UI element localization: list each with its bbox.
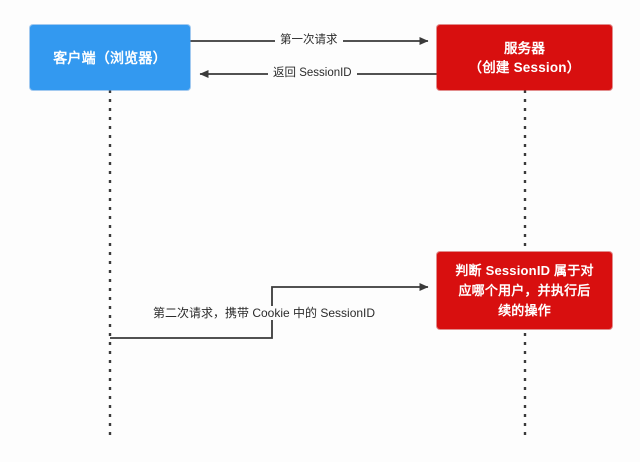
edge-label-return-session: 返回 SessionID (268, 66, 357, 80)
process-node-text: 判断 SessionID 属于对 应哪个用户，并执行后 续的操作 (437, 261, 612, 321)
server-node-text: 服务器 （创建 Session） (437, 39, 612, 77)
process-node-line-2: 应哪个用户，并执行后 (458, 282, 591, 298)
client-node-text: 客户端（浏览器） (30, 49, 190, 67)
server-node-line-2: （创建 Session） (468, 59, 581, 75)
client-node[interactable]: 客户端（浏览器） (30, 25, 190, 90)
client-node-line-1: 客户端（浏览器） (53, 49, 167, 66)
process-node-line-3: 续的操作 (498, 302, 551, 318)
edge-label-second-request: 第二次请求，携带 Cookie 中的 SessionID (148, 306, 381, 320)
server-node-line-1: 服务器 (503, 40, 546, 56)
edge-label-first-request: 第一次请求 (275, 33, 343, 47)
process-node-line-1: 判断 SessionID 属于对 (455, 262, 594, 278)
process-node[interactable]: 判断 SessionID 属于对 应哪个用户，并执行后 续的操作 (437, 252, 612, 329)
server-node[interactable]: 服务器 （创建 Session） (437, 25, 612, 90)
